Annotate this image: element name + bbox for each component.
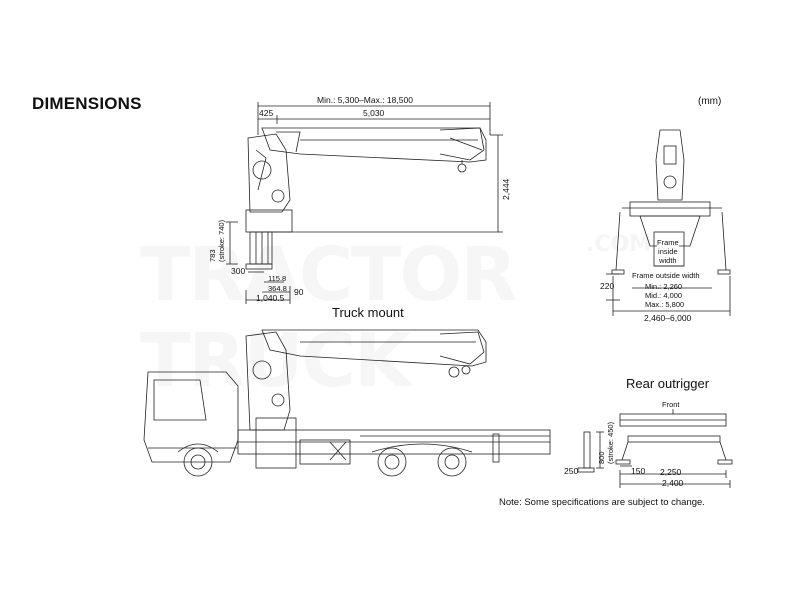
rear-view-crane	[606, 129, 731, 316]
pad-250-label: 250	[564, 466, 579, 476]
rear-outrigger-drawing	[577, 409, 733, 488]
overall-length-label: Min.: 5,300–Max.: 18,500	[317, 95, 413, 105]
ground-clearance-label: 220	[600, 281, 615, 291]
stroke-label: 783 (stroke: 740)	[208, 219, 226, 262]
dim-1040-label: 1,040.5	[256, 293, 285, 303]
dim-150-label: 150	[631, 466, 646, 476]
truck-mount-caption: Truck mount	[332, 305, 404, 320]
offset-label: 425	[259, 108, 274, 118]
disclaimer-note: Note: Some specifications are subject to…	[499, 497, 705, 508]
dim-115-label: 115.8	[268, 274, 287, 283]
min-width-label: Min.: 2,260	[645, 282, 683, 291]
unit-label: (mm)	[698, 96, 722, 107]
outrigger-stroke-label: 800 (stroke: 450)	[597, 421, 615, 464]
truck-mount-drawing	[143, 329, 551, 477]
base-300-label: 300	[231, 266, 246, 276]
width-2400-label: 2,400	[662, 478, 684, 488]
front-label: Front	[662, 400, 680, 409]
height-label: 2,444	[501, 178, 511, 200]
frame-inside-label: Frame inside width	[657, 238, 679, 265]
page-title: DIMENSIONS	[32, 94, 142, 113]
mid-width-label: Mid.: 4,000	[645, 291, 683, 300]
dim-90-label: 90	[294, 287, 304, 297]
width-2250-label: 2,250	[660, 467, 682, 477]
side-view-crane	[226, 102, 503, 304]
frame-outside-label: Frame outside width	[632, 271, 700, 280]
span-label: 2,460–6,000	[644, 313, 692, 323]
rear-outrigger-caption: Rear outrigger	[626, 376, 710, 391]
dim-364-label: 364.8	[268, 284, 287, 293]
boom-length-label: 5,030	[363, 108, 385, 118]
max-width-label: Max.: 5,800	[645, 300, 685, 309]
